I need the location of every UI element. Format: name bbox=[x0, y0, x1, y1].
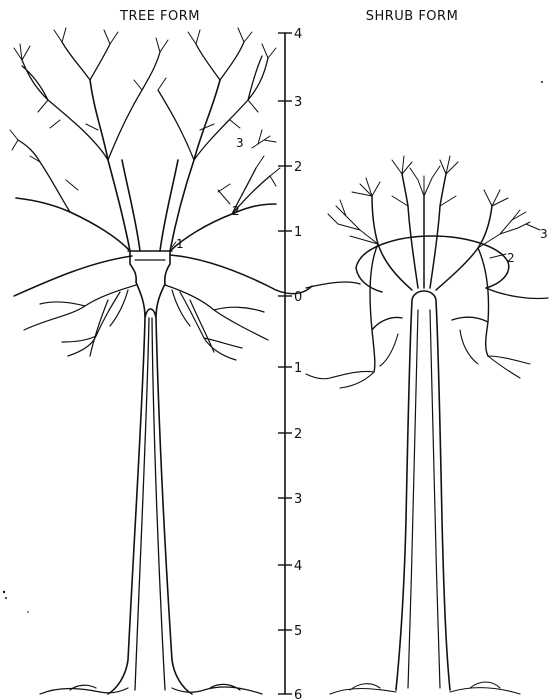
scale-label-above-4: 4 bbox=[294, 27, 302, 42]
scale-label-above-1: 1 bbox=[294, 225, 302, 240]
shrub-form-title: SHRUB FORM bbox=[366, 9, 459, 24]
scale-label-below-6: 6 bbox=[294, 688, 302, 700]
shrub-stems bbox=[372, 174, 492, 290]
shrub-label-2: 2 bbox=[507, 251, 515, 265]
tree-label-3: 3 bbox=[236, 136, 244, 150]
shrub-ground-baseline bbox=[306, 282, 548, 299]
scan-specks bbox=[3, 81, 543, 613]
tree-stem-pedestal bbox=[130, 251, 170, 284]
tree-label-1: 1 bbox=[176, 237, 184, 251]
shrub-label-3: 3 bbox=[540, 227, 548, 241]
scale-label-above-3: 3 bbox=[294, 95, 302, 110]
tree-taproot-inner bbox=[135, 318, 165, 690]
scale-label-below-3: 3 bbox=[294, 492, 302, 507]
scale-label-below-2: 2 bbox=[294, 427, 302, 442]
tree-form-title: TREE FORM bbox=[119, 9, 200, 24]
shrub-surface-roots bbox=[306, 330, 530, 694]
tree-secondary-branches bbox=[18, 42, 270, 214]
scale-label-below-1: 1 bbox=[294, 361, 302, 376]
depth-scale: 4 3 2 1 0 1 2 3 4 5 6 bbox=[278, 27, 302, 700]
tree-taproot bbox=[108, 282, 192, 694]
scale-label-below-4: 4 bbox=[294, 559, 302, 574]
scale-label-above-2: 2 bbox=[294, 160, 302, 175]
tree-label-2: 2 bbox=[232, 204, 240, 218]
tree-lateral-roots-right bbox=[165, 285, 268, 360]
shrub-taproot-inner bbox=[408, 310, 440, 688]
tree-bottom-roots bbox=[40, 684, 262, 694]
scale-label-below-5: 5 bbox=[294, 624, 302, 639]
tree-lateral-roots-left bbox=[24, 285, 136, 356]
tree-drawing: 1 2 3 bbox=[10, 28, 312, 694]
shrub-taproot bbox=[396, 291, 450, 690]
shrub-twigs bbox=[328, 156, 530, 248]
tree-node-3-branch bbox=[252, 130, 276, 148]
shrub-drawing: 2 3 bbox=[306, 156, 548, 694]
